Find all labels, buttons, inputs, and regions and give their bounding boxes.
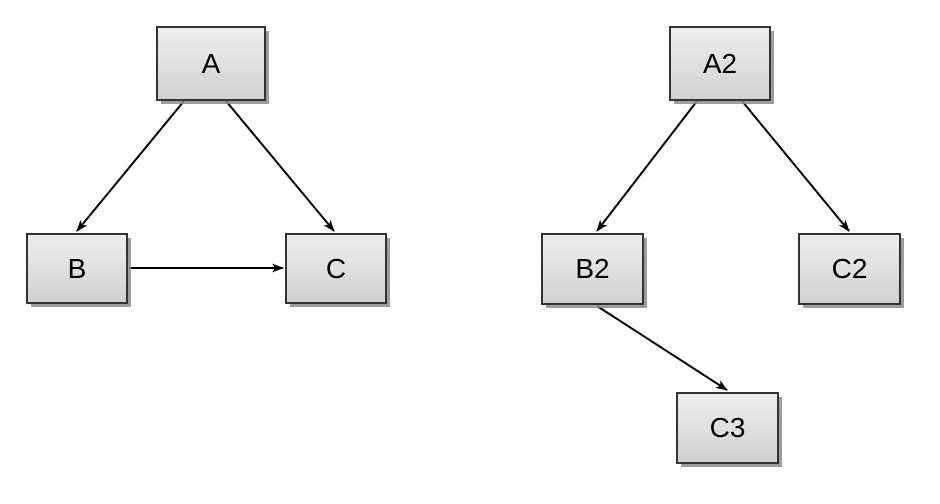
node-c3[interactable]: C3 [676, 392, 779, 464]
node-label: A2 [702, 47, 738, 79]
edge-A-B[interactable] [76, 100, 185, 232]
node-label: B2 [575, 253, 610, 284]
node-a[interactable]: A [156, 26, 266, 101]
node-b2[interactable]: B2 [541, 233, 644, 305]
edge-A-C[interactable] [225, 100, 335, 232]
node-c2[interactable]: C2 [798, 233, 901, 305]
node-b[interactable]: B [26, 233, 128, 304]
node-a2[interactable]: A2 [669, 26, 771, 101]
node-label: C3 [709, 412, 746, 443]
edge-A2-C2[interactable] [741, 100, 850, 232]
node-label: A [201, 47, 221, 79]
edge-A2-B2[interactable] [596, 100, 698, 232]
node-label: C [325, 252, 347, 284]
node-label: C2 [831, 253, 868, 284]
node-label: B [67, 252, 87, 284]
node-c[interactable]: C [285, 233, 387, 304]
edge-B2-C3[interactable] [596, 305, 728, 391]
edges-group [76, 100, 850, 391]
